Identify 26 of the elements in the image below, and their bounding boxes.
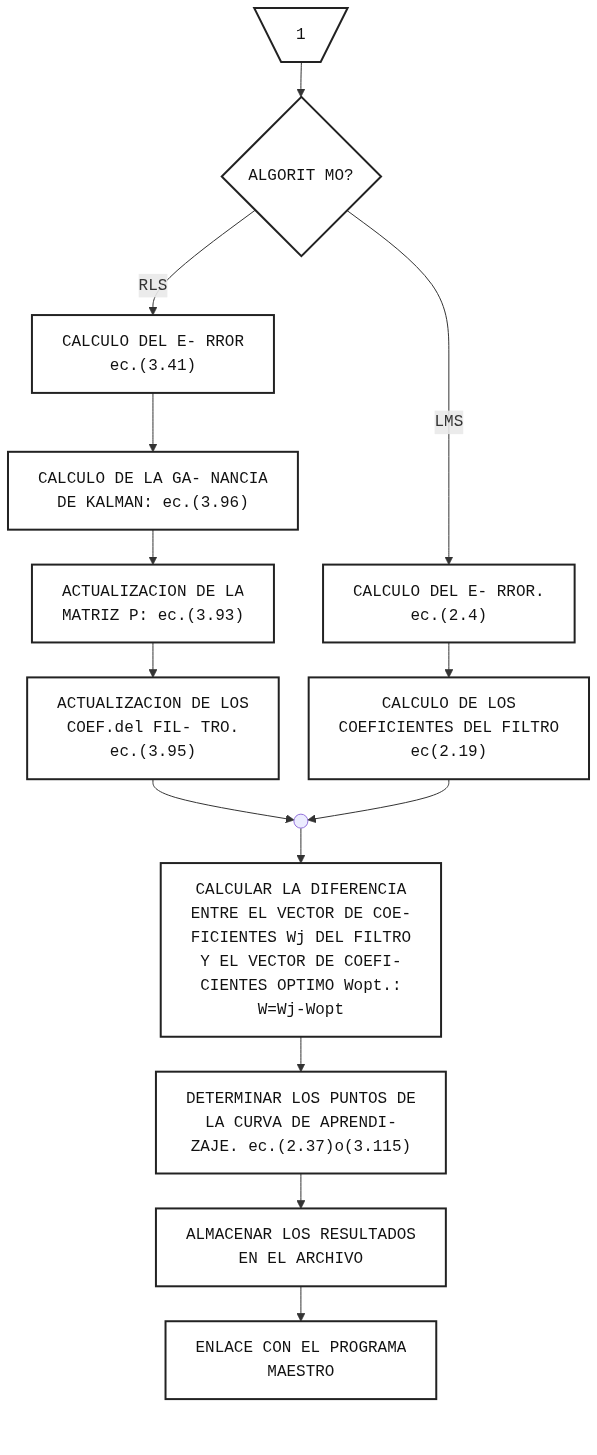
node-box: CALCULO DE LOS COEFICIENTES DEL FILTRO ec(2.19) — [307, 676, 590, 781]
arrow — [296, 827, 306, 864]
node-box: CALCULAR LA DIFERENCIA ENTRE EL VECTOR DE COE- FICIENTES Wj DEL FILTRO Y EL VECTOR DE COEFI- CIENTES OPTIMO Wopt.: W=Wj-Wopt — [159, 862, 443, 1038]
arrow — [296, 1173, 306, 1209]
arrow — [444, 641, 454, 678]
edge-label: LMS — [434, 413, 464, 432]
node-circle — [293, 813, 309, 829]
arrow — [307, 778, 450, 824]
arrow — [296, 1036, 306, 1073]
arrow — [148, 529, 158, 565]
node-box: CALCULO DEL E- RROR. ec.(2.4) — [322, 563, 576, 644]
arrow — [152, 778, 295, 824]
node-box: ACTUALIZACION DE LA MATRIZ P: ec.(3.93) — [30, 563, 275, 644]
arrow — [346, 209, 454, 565]
arrow — [148, 392, 158, 453]
node-box: ACTUALIZACION DE LOS COEF.del FIL- TRO. ec.(3.95) — [26, 676, 280, 781]
node-box: ENLACE CON EL PROGRAMA MAESTRO — [164, 1320, 438, 1401]
arrow — [296, 61, 306, 98]
node-box: DETERMINAR LOS PUNTOS DE LA CURVA DE APRENDI- ZAJE. ec.(2.37)o(3.115) — [154, 1070, 447, 1175]
edge-label: RLS — [138, 276, 168, 295]
node-diamond: ALGORIT MO? — [220, 95, 383, 258]
node-box: ALMACENAR LOS RESULTADOS EN EL ARCHIVO — [154, 1207, 447, 1288]
node-box: CALCULO DEL E- RROR ec.(3.41) — [30, 314, 275, 394]
arrow — [296, 1285, 306, 1322]
node-box: CALCULO DE LA GA- NANCIA DE KALMAN: ec.(3.96) — [7, 450, 299, 531]
arrow — [148, 641, 158, 678]
